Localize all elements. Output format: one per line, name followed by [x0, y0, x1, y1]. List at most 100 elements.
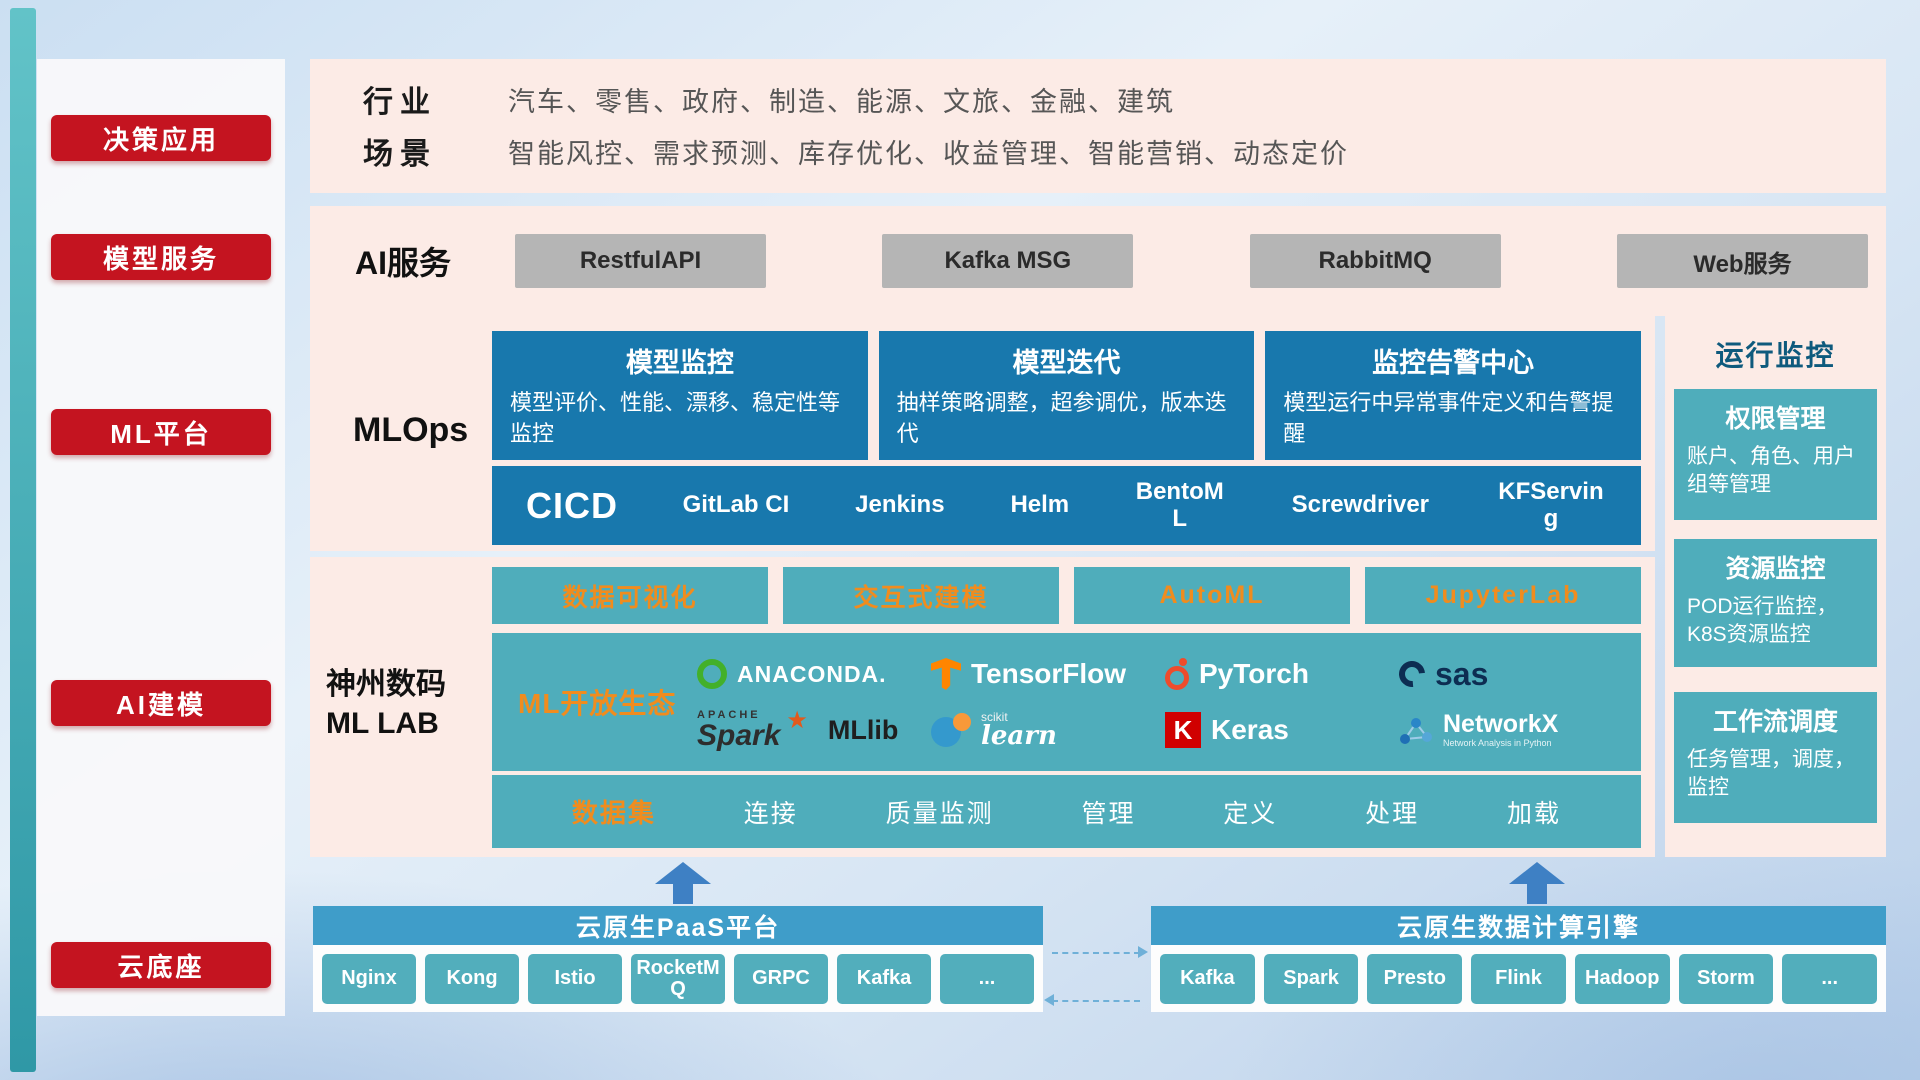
data-engine-header: 云原生数据计算引擎 — [1151, 906, 1886, 945]
scikit-label: scikit — [981, 710, 1008, 724]
cicd-tool-jenkins: Jenkins — [855, 491, 945, 519]
spark-name: Spark — [697, 718, 781, 752]
sidebar-item-ai-modeling: AI建模 — [51, 680, 271, 726]
anaconda-logo: ANACONDA. — [697, 652, 931, 696]
networkx-wordmark: NetworkX Network Analysis in Python — [1443, 711, 1558, 748]
card-desc: 模型评价、性能、漂移、稳定性等监控 — [510, 390, 841, 446]
spark-star-icon — [786, 706, 808, 735]
pytorch-logo: PyTorch — [1165, 652, 1399, 696]
sas-logo: sas — [1393, 652, 1633, 696]
paas-chip-rocketmq: RocketMQ — [631, 953, 725, 1004]
card-desc: 模型运行中异常事件定义和告警提醒 — [1283, 390, 1614, 446]
scikit-learn-wordmark: scikit learn — [981, 711, 1057, 749]
paas-platform-chips: Nginx Kong Istio RocketMQ GRPC Kafka ... — [313, 945, 1043, 1012]
spark-wordmark: APACHE Spark — [697, 708, 781, 752]
cicd-tool-bentoml: BentoML — [1135, 478, 1224, 532]
engine-chip-spark: Spark — [1263, 953, 1359, 1004]
scene-list: 智能风控、需求预测、库存优化、收益管理、智能营销、动态定价 — [508, 138, 1349, 169]
mllab-panel: 神州数码 ML LAB 数据可视化 交互式建模 AutoML JupyterLa… — [310, 557, 1655, 857]
sidebar-item-cloud-base: 云底座 — [51, 942, 271, 988]
card-title: 工作流调度 — [1712, 708, 1838, 736]
ai-service-panel: AI服务 RestfulAPI Kafka MSG RabbitMQ Web服务 — [310, 206, 1886, 316]
runtime-monitoring-title: 运行监控 — [1715, 340, 1836, 371]
networkx-name: NetworkX — [1443, 710, 1559, 739]
arrow-stem — [1527, 884, 1547, 904]
industry-label: 行业 — [363, 86, 437, 119]
dataset-label: 数据集 — [571, 798, 656, 828]
cicd-tool-helm: Helm — [1010, 491, 1070, 519]
tensorflow-logo: TensorFlow — [931, 652, 1165, 696]
keras-wordmark: Keras — [1211, 714, 1289, 745]
paas-chip-kafka: Kafka — [837, 953, 931, 1004]
apache-label: APACHE — [697, 708, 761, 721]
learn-label: learn — [981, 721, 1057, 751]
dashed-connector-left — [1052, 1000, 1140, 1002]
service-chip-kafka-msg: Kafka MSG — [882, 234, 1134, 288]
card-alert-center: 监控告警中心 模型运行中异常事件定义和告警提醒 — [1265, 331, 1642, 460]
engine-chip-kafka: Kafka — [1160, 953, 1255, 1004]
engine-chip-hadoop: Hadoop — [1574, 953, 1670, 1004]
paas-platform-header: 云原生PaaS平台 — [313, 906, 1043, 945]
card-model-monitoring: 模型监控 模型评价、性能、漂移、稳定性等监控 — [492, 331, 868, 460]
tensorflow-icon — [931, 658, 961, 690]
scikit-learn-logo: scikit learn — [931, 708, 1165, 752]
sidebar-item-model-services: 模型服务 — [51, 234, 271, 280]
sas-icon — [1393, 655, 1431, 693]
data-engine-chips: Kafka Spark Presto Flink Hadoop Storm ..… — [1151, 945, 1886, 1012]
anaconda-icon — [697, 659, 727, 689]
dashed-connector-right — [1052, 952, 1140, 954]
keras-icon: K — [1165, 712, 1201, 748]
card-title: 监控告警中心 — [1372, 348, 1535, 378]
arrow-head — [1509, 862, 1565, 884]
card-resource-monitoring: 资源监控 POD运行监控，K8S资源监控 — [1674, 539, 1877, 667]
mllib-wordmark: MLlib — [827, 714, 899, 745]
ai-service-label: AI服务 — [355, 245, 452, 281]
dataset-item-manage: 管理 — [1081, 799, 1136, 828]
dashed-arrowhead-left — [1044, 994, 1054, 1006]
cicd-label: CICD — [526, 484, 618, 526]
anaconda-wordmark: ANACONDA. — [737, 660, 887, 687]
arrow-head — [655, 862, 711, 884]
card-title: 权限管理 — [1725, 405, 1826, 433]
sas-wordmark: sas — [1435, 655, 1489, 692]
card-title: 模型迭代 — [1012, 348, 1121, 378]
paas-chip-more: ... — [940, 953, 1034, 1004]
ai-service-buttons: RestfulAPI Kafka MSG RabbitMQ Web服务 — [515, 234, 1868, 288]
dataset-bar: 数据集 连接 质量监测 管理 定义 处理 加载 — [492, 775, 1641, 848]
scene-label: 场景 — [363, 138, 437, 171]
scene-row: 场景 智能风控、需求预测、库存优化、收益管理、智能营销、动态定价 — [363, 125, 1886, 177]
tensorflow-wordmark: TensorFlow — [971, 658, 1127, 689]
industry-scene-panel: 行业 汽车、零售、政府、制造、能源、文旅、金融、建筑 场景 智能风控、需求预测、… — [310, 59, 1886, 193]
mllab-org-label: 神州数码 ML LAB — [326, 665, 490, 743]
networkx-logo: NetworkX Network Analysis in Python — [1399, 708, 1633, 752]
ecosystem-label: ML开放生态 — [518, 688, 677, 719]
cicd-tool-kfserving: KFServing — [1498, 478, 1604, 532]
cicd-bar: CICD GitLab CI Jenkins Helm BentoML Scre… — [492, 466, 1641, 545]
ml-open-ecosystem: ML开放生态 ANACONDA. TensorFlow PyTorch sas — [492, 633, 1641, 771]
tool-jupyterlab: JupyterLab — [1365, 567, 1641, 624]
runtime-monitoring-panel: 运行监控 权限管理 账户、角色、用户组等管理 资源监控 POD运行监控，K8S资… — [1665, 316, 1886, 857]
service-chip-restfulapi: RestfulAPI — [515, 234, 766, 288]
cicd-tool-gitlab-ci: GitLab CI — [682, 491, 790, 519]
spark-mllib-logo: APACHE Spark MLlib — [697, 708, 931, 752]
mllab-tools-row: 数据可视化 交互式建模 AutoML JupyterLab — [492, 567, 1641, 624]
industry-list: 汽车、零售、政府、制造、能源、文旅、金融、建筑 — [508, 86, 1175, 117]
engine-chip-presto: Presto — [1367, 953, 1463, 1004]
up-arrow-paas — [655, 862, 711, 904]
card-desc: 抽样策略调整，超参调优，版本迭代 — [896, 390, 1227, 446]
tool-data-visualization: 数据可视化 — [492, 567, 768, 624]
tool-interactive-modeling: 交互式建模 — [783, 567, 1059, 624]
dataset-item-quality: 质量监测 — [885, 799, 994, 828]
industry-row: 行业 汽车、零售、政府、制造、能源、文旅、金融、建筑 — [363, 73, 1886, 125]
card-desc: 任务管理，调度，监控 — [1687, 748, 1855, 800]
service-chip-web: Web服务 — [1616, 234, 1868, 288]
card-title: 模型监控 — [625, 348, 734, 378]
keras-logo: K Keras — [1165, 708, 1399, 752]
mllab-org-line1: 神州数码 — [326, 668, 446, 701]
up-arrow-engine — [1509, 862, 1565, 904]
sidebar-item-ml-platform: ML平台 — [51, 409, 271, 455]
card-title: 资源监控 — [1725, 555, 1826, 583]
dataset-item-define: 定义 — [1223, 799, 1278, 828]
left-accent-strip — [10, 8, 36, 1072]
cicd-tool-screwdriver: Screwdriver — [1291, 491, 1430, 519]
